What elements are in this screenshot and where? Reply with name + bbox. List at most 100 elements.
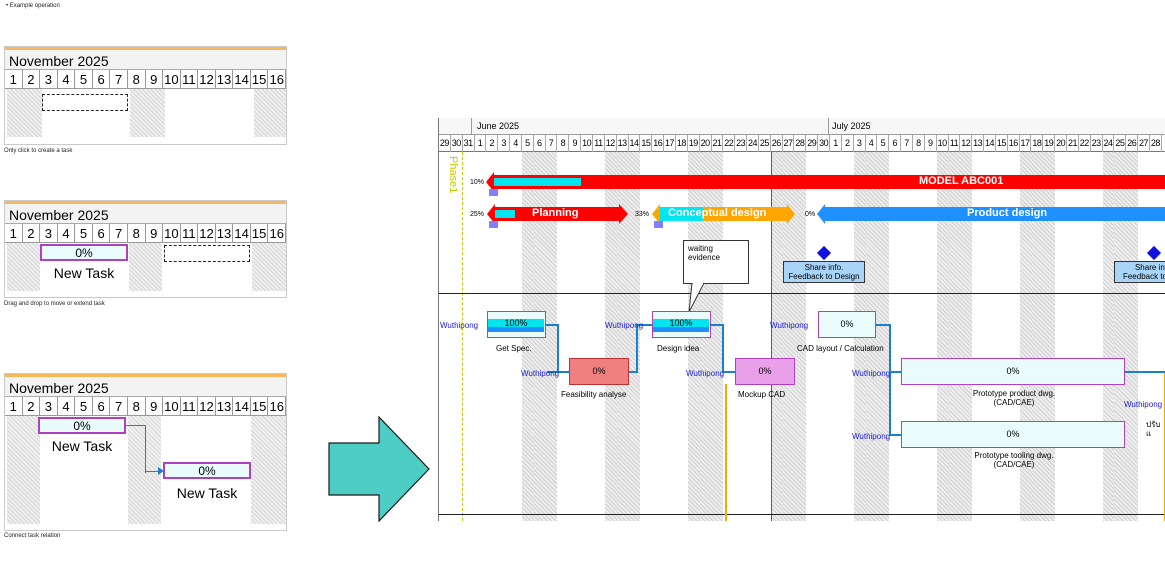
today-line — [771, 152, 772, 521]
task-prototype-product[interactable]: 0% — [901, 358, 1125, 385]
model-label: MODEL ABC001 — [919, 175, 1004, 187]
panel3-caption: Connect task relation — [4, 533, 61, 539]
task-owner: Wuthipong — [770, 321, 809, 330]
product-bar[interactable] — [825, 207, 1165, 221]
day-cell: 15 — [250, 224, 269, 242]
weekend-shade — [130, 89, 165, 137]
gantt-day-cell: 7 — [901, 135, 913, 152]
dep-line — [711, 324, 723, 326]
day-cell: 6 — [92, 224, 111, 242]
dep-line — [722, 371, 736, 373]
day-cell: 3 — [40, 397, 58, 415]
milestone-diamond-icon[interactable] — [1146, 245, 1162, 261]
gantt-day-cell: 17 — [1020, 135, 1032, 152]
day-cell: 3 — [40, 70, 58, 88]
planning-label: Planning — [532, 207, 579, 219]
day-cell: 14 — [233, 224, 251, 242]
planning-bar[interactable] — [494, 207, 619, 221]
relation-connector-tail — [146, 471, 160, 472]
panel2-caption: Drag and drop to move or extend task — [4, 301, 105, 307]
task-owner: Wuthipong — [1124, 400, 1163, 409]
gantt-day-cell: 1 — [830, 135, 842, 152]
task-name: Design idea — [657, 344, 700, 353]
weekend-shade — [251, 416, 286, 524]
day-cell: 1 — [5, 70, 23, 88]
panel-body[interactable]: 0% New Task — [5, 243, 286, 291]
day-cell: 4 — [57, 224, 76, 242]
day-cell: 3 — [40, 224, 58, 242]
task-design-idea[interactable]: 100% — [652, 311, 711, 338]
intro-text: • Example operation — [6, 3, 60, 9]
comment-callout[interactable] — [683, 240, 749, 284]
day-cell: 14 — [233, 397, 251, 415]
gantt-day-cell: 26 — [771, 135, 783, 152]
arrow-head-icon — [158, 467, 164, 475]
gantt-day-cell: 3 — [498, 135, 511, 152]
milestone-diamond-icon[interactable] — [816, 245, 832, 261]
model-anchor — [489, 189, 498, 196]
task-bar-1[interactable]: 0% — [38, 417, 126, 434]
task-bar[interactable]: 0% — [40, 244, 128, 261]
conceptual-anchor — [654, 221, 663, 228]
panel-top-border — [5, 47, 286, 50]
weekend-shade — [129, 243, 162, 291]
task-cad-layout[interactable]: 0% — [818, 311, 876, 338]
task-prototype-tooling[interactable]: 0% — [901, 421, 1125, 448]
day-cell: 8 — [127, 70, 146, 88]
gantt-day-cell: 25 — [759, 135, 771, 152]
day-cell: 10 — [163, 70, 181, 88]
day-cell: 1 — [5, 224, 23, 242]
month-divider — [828, 118, 829, 135]
gantt-day-cell: 27 — [1138, 135, 1150, 152]
day-cell: 16 — [268, 397, 286, 415]
model-arrow-icon — [486, 172, 494, 192]
task-mockup-cad[interactable]: 0% — [735, 358, 795, 385]
callout-pointer-icon — [688, 283, 705, 313]
gantt-day-cell: 19 — [688, 135, 700, 152]
day-cell: 6 — [92, 397, 111, 415]
relation-connector[interactable] — [126, 425, 146, 473]
gantt-day-cell: 29 — [806, 135, 819, 152]
comment-text: waiting evidence — [688, 244, 721, 262]
day-cell: 13 — [215, 70, 234, 88]
day-cell: 12 — [198, 397, 216, 415]
new-task-selection[interactable] — [42, 94, 128, 111]
gantt-day-cell: 24 — [1103, 135, 1115, 152]
task-label-1: New Task — [51, 438, 113, 454]
planning-anchor — [489, 221, 498, 228]
panel-body[interactable] — [5, 89, 286, 137]
task-get-spec[interactable]: 100% — [487, 311, 546, 338]
day-cell: 8 — [127, 397, 146, 415]
transition-arrow-icon — [328, 416, 430, 522]
month-row: June 2025 July 2025 — [439, 118, 1165, 135]
panel-top-border — [5, 374, 286, 377]
gantt-day-cell: 10 — [937, 135, 949, 152]
day-cell: 9 — [145, 224, 164, 242]
gantt-day-cell: 21 — [1067, 135, 1079, 152]
panel-body[interactable]: 0% New Task 0% New Task — [5, 416, 286, 524]
gantt-day-cell: 5 — [877, 135, 890, 152]
task-feasibility[interactable]: 0% — [569, 358, 629, 385]
day-cell: 9 — [145, 397, 164, 415]
gantt-day-cell: 14 — [984, 135, 996, 152]
gantt-day-cell: 3 — [854, 135, 866, 152]
month-header: November 2025 — [5, 204, 286, 224]
dep-line — [889, 434, 902, 436]
model-bar[interactable] — [492, 175, 1165, 189]
drop-target[interactable] — [164, 245, 250, 262]
day-cell: 8 — [127, 224, 146, 242]
day-cell: 15 — [250, 397, 269, 415]
dep-line — [636, 324, 638, 373]
day-cell: 4 — [57, 397, 76, 415]
gantt-day-cell: 13 — [972, 135, 985, 152]
gantt-day-cell: 24 — [747, 135, 759, 152]
weekend-shade — [7, 89, 42, 137]
task-label-2: New Task — [176, 485, 238, 501]
section-divider-bottom — [439, 514, 1165, 515]
task-bar-2[interactable]: 0% — [163, 462, 251, 479]
product-percent: 0% — [805, 211, 816, 218]
task-progress-base — [653, 327, 709, 332]
